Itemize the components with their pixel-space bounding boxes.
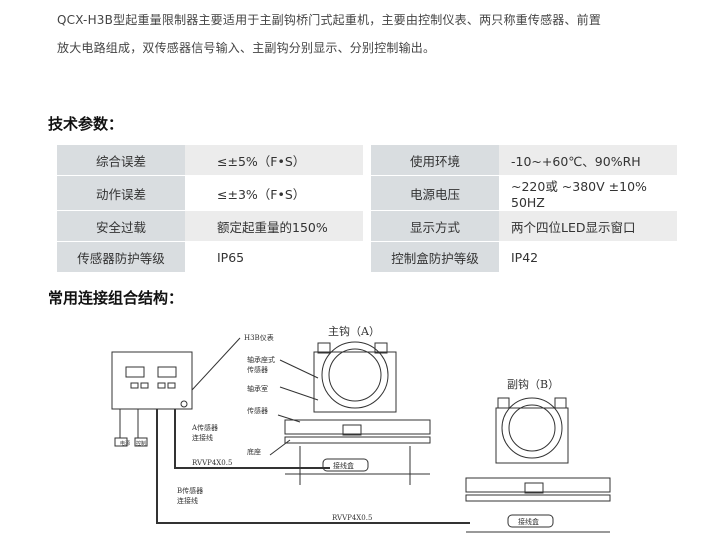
- column-gap: [363, 211, 371, 242]
- sub-hook-assembly: [465, 397, 611, 533]
- param-value: IP65: [185, 242, 363, 273]
- param-label: 显示方式: [371, 211, 499, 242]
- control-label: 控制: [136, 440, 146, 447]
- param-value: -10~+60℃、90%RH: [499, 145, 677, 176]
- cable-spec-a: RVVP4X0.5: [192, 459, 232, 467]
- sub-hook-label: 副钩（B）: [507, 377, 559, 391]
- bearing-sensor-label-2: 传感器: [247, 365, 268, 374]
- instrument-box: [111, 351, 193, 447]
- param-value: 两个四位LED显示窗口: [499, 211, 677, 242]
- params-table: 综合误差≤±5%（F•S） 使用环境-10~+60℃、90%RH 动作误差≤±3%…: [57, 145, 677, 273]
- column-gap: [363, 242, 371, 273]
- param-value: 额定起重量的150%: [185, 211, 363, 242]
- param-label: 控制盒防护等级: [371, 242, 499, 273]
- param-value: IP42: [499, 242, 677, 273]
- table-row: 综合误差≤±5%（F•S） 使用环境-10~+60℃、90%RH: [57, 145, 677, 176]
- param-label: 传感器防护等级: [57, 242, 185, 273]
- intro-line-2: 放大电路组成，双传感器信号输入、主副钩分别显示、分别控制输出。: [57, 41, 436, 55]
- param-value: ~220或 ~380V ±10% 50HZ: [499, 176, 677, 211]
- cable-spec-b: RVVP4X0.5: [332, 514, 372, 522]
- main-hook-label: 主钩（A）: [328, 324, 380, 338]
- bearing-sensor-label-1: 轴承座式: [247, 355, 275, 364]
- leader-lines: [269, 359, 319, 456]
- leader-line: [191, 337, 241, 391]
- main-hook-assembly: [284, 341, 431, 485]
- a-sensor-cable: [174, 409, 330, 469]
- base-label: 底座: [247, 447, 261, 456]
- param-value: ≤±5%（F•S）: [185, 145, 363, 176]
- a-cable-label-1: A传感器: [191, 423, 218, 432]
- intro-line-1: QCX-H3B型起重量限制器主要适用于主副钩桥门式起重机，主要由控制仪表、两只称…: [57, 13, 602, 27]
- param-label: 综合误差: [57, 145, 185, 176]
- sensor-label: 传感器: [247, 406, 268, 415]
- junction-box-b-label: 接线盒: [518, 517, 539, 526]
- instrument-label: H3B仪表: [244, 333, 274, 342]
- param-value: ≤±3%（F•S）: [185, 176, 363, 211]
- a-cable-label-2: 连接线: [192, 433, 213, 442]
- structure-heading: 常用连接组合结构：: [48, 289, 184, 307]
- b-cable-label-1: B传感器: [177, 486, 203, 495]
- param-label: 动作误差: [57, 176, 185, 211]
- tech-heading: 技术参数：: [48, 115, 124, 133]
- column-gap: [363, 145, 371, 176]
- column-gap: [363, 176, 371, 211]
- table-row: 安全过载额定起重量的150% 显示方式两个四位LED显示窗口: [57, 211, 677, 242]
- power-label: 电源: [120, 440, 130, 447]
- param-label: 使用环境: [371, 145, 499, 176]
- junction-box-a-label: 接线盒: [333, 461, 354, 470]
- param-label: 电源电压: [371, 176, 499, 211]
- bearing-room-label: 轴承室: [247, 384, 268, 393]
- param-label: 安全过载: [57, 211, 185, 242]
- b-sensor-cable: [156, 409, 470, 524]
- table-row: 动作误差≤±3%（F•S）电源电压~220或 ~380V ±10% 50HZ: [57, 176, 677, 211]
- b-cable-label-2: 连接线: [177, 496, 198, 505]
